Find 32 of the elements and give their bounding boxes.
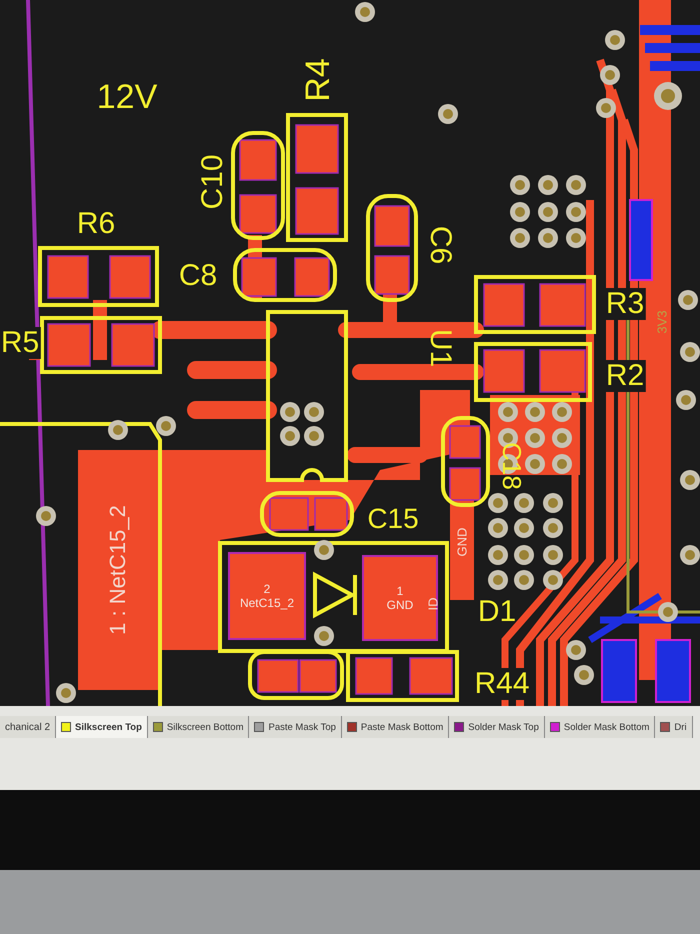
designator-label: R3 — [604, 288, 646, 320]
designator-label: C8 — [178, 260, 218, 292]
designator-label: D1 — [476, 596, 518, 628]
layer-tab: chanical 2 — [0, 716, 56, 738]
pin-number: 2 — [264, 583, 270, 595]
net-label: 3V3 — [654, 309, 670, 336]
pin-number: 1 — [396, 585, 404, 597]
net-label: GND — [454, 526, 470, 558]
net-label: ID — [426, 596, 440, 612]
designator-label: C10 — [197, 153, 229, 212]
copper-pad — [362, 555, 438, 641]
designator-label: R5 — [0, 327, 42, 359]
designator-label: C6 — [424, 224, 456, 266]
copper-pad — [228, 552, 306, 640]
designator-label: R6 — [76, 208, 116, 240]
net-label: NetC15_2 — [240, 597, 294, 609]
layer-tab: Solder Mask Bottom — [544, 716, 656, 738]
designator-label: U1 — [424, 328, 456, 370]
designator-label: R4 — [300, 57, 336, 104]
layer-tab: Dri — [655, 716, 693, 738]
designator-label: C18 — [498, 441, 526, 492]
layer-tab: Silkscreen Top — [56, 716, 148, 738]
layer-tab: Paste Mask Top — [249, 716, 342, 738]
designator-label: R2 — [604, 360, 646, 392]
net-label: GND — [386, 599, 414, 611]
designator-label: 12V — [96, 79, 158, 115]
net-label: 1 : NetC15_2 — [107, 505, 129, 635]
layer-tab: Silkscreen Bottom — [148, 716, 250, 738]
designator-label: C15 — [366, 504, 420, 534]
copper-pad — [78, 450, 158, 690]
layer-tab: Solder Mask Top — [449, 716, 545, 738]
layer-tab: Paste Mask Bottom — [342, 716, 450, 738]
